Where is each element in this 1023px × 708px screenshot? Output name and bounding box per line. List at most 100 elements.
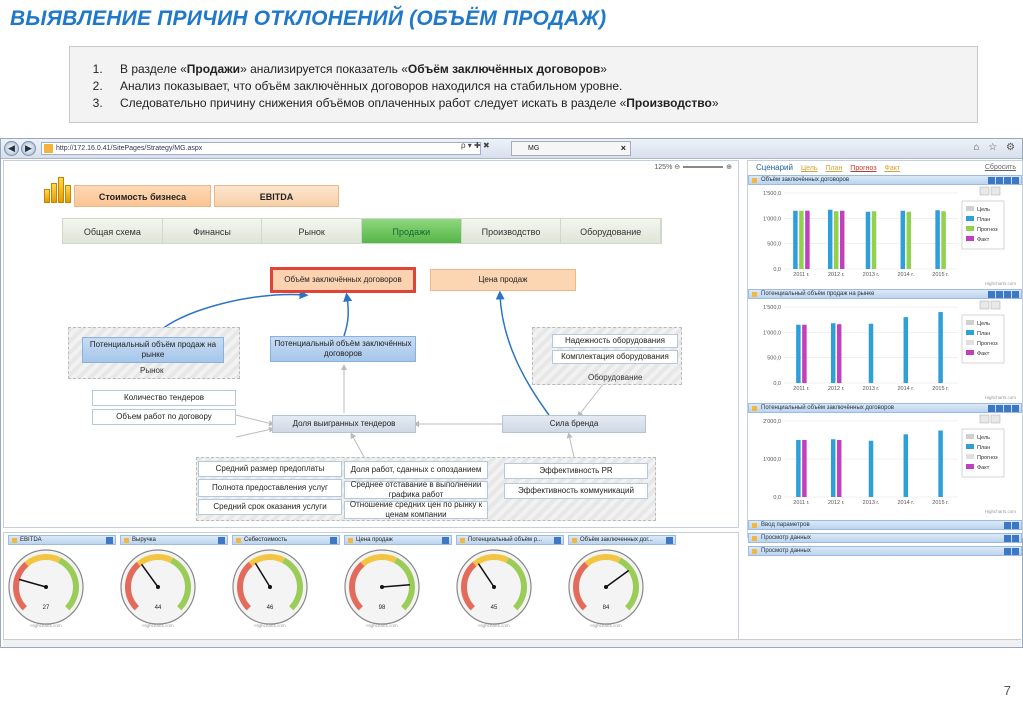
bar-0-1-2[interactable] bbox=[839, 210, 845, 269]
node-work-volume[interactable]: Объем работ по договору bbox=[92, 409, 236, 425]
kpi-tab-ebitda[interactable]: EBITDA bbox=[214, 185, 339, 207]
bar-2-1-1[interactable] bbox=[836, 440, 842, 497]
bar-1-0-1[interactable] bbox=[802, 324, 807, 383]
node-equipment-reliability[interactable]: Надежность оборудования bbox=[552, 334, 678, 348]
edit-icon[interactable] bbox=[988, 405, 995, 412]
node-equipment-completeness[interactable]: Комплектация оборудования bbox=[552, 350, 678, 364]
save-icon[interactable] bbox=[990, 300, 1001, 310]
scenario-option-target[interactable]: Цель bbox=[800, 165, 818, 172]
close-icon[interactable] bbox=[1012, 405, 1019, 412]
refresh-icon[interactable] bbox=[996, 291, 1003, 298]
zoom-in-icon[interactable]: ⊕ bbox=[726, 164, 732, 171]
legend-label[interactable]: Цель bbox=[977, 321, 990, 327]
panel-tools[interactable] bbox=[1004, 522, 1019, 529]
bar-2-3-0[interactable] bbox=[903, 434, 909, 497]
legend-label[interactable]: Цель bbox=[977, 435, 990, 441]
gauge-header[interactable]: Себестоимость bbox=[232, 535, 340, 545]
chart-panel-header[interactable]: Объём заключённых договоров bbox=[748, 175, 1022, 185]
zoom-slider[interactable] bbox=[683, 166, 724, 169]
zoom-control[interactable]: 125% ⊖⊕ bbox=[654, 163, 732, 171]
bar-2-0-1[interactable] bbox=[802, 440, 807, 497]
edit-icon[interactable] bbox=[988, 291, 995, 298]
save-icon[interactable] bbox=[990, 414, 1001, 424]
gauge-header[interactable]: Объём заключенных дог... bbox=[568, 535, 676, 545]
refresh-icon[interactable] bbox=[218, 537, 225, 544]
close-icon[interactable] bbox=[1012, 535, 1019, 542]
horizontal-scrollbar[interactable] bbox=[3, 639, 1021, 647]
scenario-option-fact[interactable]: Факт bbox=[884, 165, 901, 172]
gauge-header[interactable]: Выручка bbox=[120, 535, 228, 545]
tab-close-icon[interactable]: × bbox=[620, 143, 626, 153]
browser-tab[interactable]: MG × bbox=[511, 141, 631, 156]
refresh-icon[interactable] bbox=[1004, 548, 1011, 555]
node-avg-service-time[interactable]: Средний срок оказания услуги bbox=[198, 499, 342, 515]
node-sales-price[interactable]: Цена продаж bbox=[430, 269, 576, 291]
chart-icon[interactable] bbox=[1004, 405, 1011, 412]
close-icon[interactable] bbox=[1012, 522, 1019, 529]
legend-label[interactable]: Факт bbox=[977, 237, 990, 243]
bar-0-4-1[interactable] bbox=[941, 211, 946, 269]
legend-label[interactable]: План bbox=[977, 445, 990, 451]
bar-1-1-1[interactable] bbox=[836, 324, 842, 383]
refresh-icon[interactable] bbox=[442, 537, 449, 544]
print-icon[interactable] bbox=[979, 300, 990, 310]
bar-0-0-1[interactable] bbox=[799, 210, 804, 269]
refresh-icon[interactable] bbox=[1004, 535, 1011, 542]
node-late-works-share[interactable]: Доля работ, сданных с опозданием bbox=[344, 461, 488, 479]
chart-panel-header[interactable]: Потенциальный объём продаж на рынке bbox=[748, 289, 1022, 299]
bar-1-1-0[interactable] bbox=[830, 323, 836, 383]
refresh-icon[interactable] bbox=[1004, 522, 1011, 529]
node-won-tenders-share[interactable]: Доля выигранных тендеров bbox=[272, 415, 416, 433]
bar-1-4-0[interactable] bbox=[938, 312, 943, 383]
node-avg-prepayment[interactable]: Средний размер предоплаты bbox=[198, 461, 342, 477]
chart-icon[interactable] bbox=[1004, 177, 1011, 184]
legend-label[interactable]: Факт bbox=[977, 351, 990, 357]
print-icon[interactable] bbox=[979, 414, 990, 424]
back-button[interactable]: ◀ bbox=[4, 141, 19, 156]
tab-sales[interactable]: Продажи bbox=[362, 219, 462, 243]
bar-1-3-0[interactable] bbox=[903, 317, 909, 383]
node-potential-contract-volume[interactable]: Потенциальный объём заключённых договоро… bbox=[270, 336, 416, 362]
refresh-icon[interactable] bbox=[996, 405, 1003, 412]
node-pr-efficiency[interactable]: Эффективность PR bbox=[504, 463, 648, 479]
legend-label[interactable]: План bbox=[977, 217, 990, 223]
collapsed-panel-header[interactable]: Ввод параметров bbox=[748, 520, 1022, 530]
chart-icon[interactable] bbox=[1004, 291, 1011, 298]
zoom-out-icon[interactable]: ⊖ bbox=[674, 164, 681, 171]
scenario-reset-link[interactable]: Сбросить bbox=[984, 164, 1016, 171]
bar-1-0-0[interactable] bbox=[796, 324, 801, 383]
bar-0-2-1[interactable] bbox=[871, 211, 877, 269]
collapsed-panel-header[interactable]: Просмотр данных bbox=[748, 546, 1022, 556]
node-tenders-count[interactable]: Количество тендеров bbox=[92, 390, 236, 406]
refresh-icon[interactable] bbox=[106, 537, 113, 544]
bar-0-3-1[interactable] bbox=[906, 211, 912, 269]
collapsed-panel-header[interactable]: Просмотр данных bbox=[748, 533, 1022, 543]
kpi-tab-business-value[interactable]: Стоимость бизнеса bbox=[74, 185, 211, 207]
panel-tools[interactable] bbox=[1004, 535, 1019, 542]
tab-equipment[interactable]: Оборудование bbox=[561, 219, 662, 243]
panel-tools[interactable] bbox=[988, 291, 1019, 298]
bar-1-2-0[interactable] bbox=[868, 323, 874, 383]
save-icon[interactable] bbox=[990, 186, 1001, 196]
address-tools[interactable]: ρ ▾ ✚ ✖ bbox=[461, 141, 490, 150]
refresh-icon[interactable] bbox=[330, 537, 337, 544]
legend-label[interactable]: Факт bbox=[977, 465, 990, 471]
gauge-header[interactable]: Цена продаж bbox=[344, 535, 452, 545]
bar-2-2-0[interactable] bbox=[868, 440, 874, 497]
bar-0-1-0[interactable] bbox=[827, 209, 833, 269]
chart-panel-header[interactable]: Потенциальный объём заключённых договоро… bbox=[748, 403, 1022, 413]
bar-2-4-0[interactable] bbox=[938, 430, 943, 498]
bar-0-0-2[interactable] bbox=[805, 210, 810, 269]
legend-label[interactable]: План bbox=[977, 331, 990, 337]
bar-0-4-0[interactable] bbox=[935, 210, 940, 269]
tab-production[interactable]: Производство bbox=[462, 219, 562, 243]
bar-2-1-0[interactable] bbox=[830, 439, 836, 497]
node-service-completeness[interactable]: Полнота предоставления услуг bbox=[198, 479, 342, 497]
scenario-option-forecast[interactable]: Прогноз bbox=[850, 165, 877, 172]
gauge-header[interactable]: Потенциальный объём р... bbox=[456, 535, 564, 545]
node-schedule-lag[interactable]: Среднее отставание в выполнении графика … bbox=[344, 480, 488, 499]
bar-0-3-0[interactable] bbox=[900, 210, 906, 269]
scenario-option-plan[interactable]: План bbox=[825, 165, 843, 172]
node-potential-market-volume[interactable]: Потенциальный объём продаж на рынке bbox=[82, 337, 224, 363]
edit-icon[interactable] bbox=[988, 177, 995, 184]
